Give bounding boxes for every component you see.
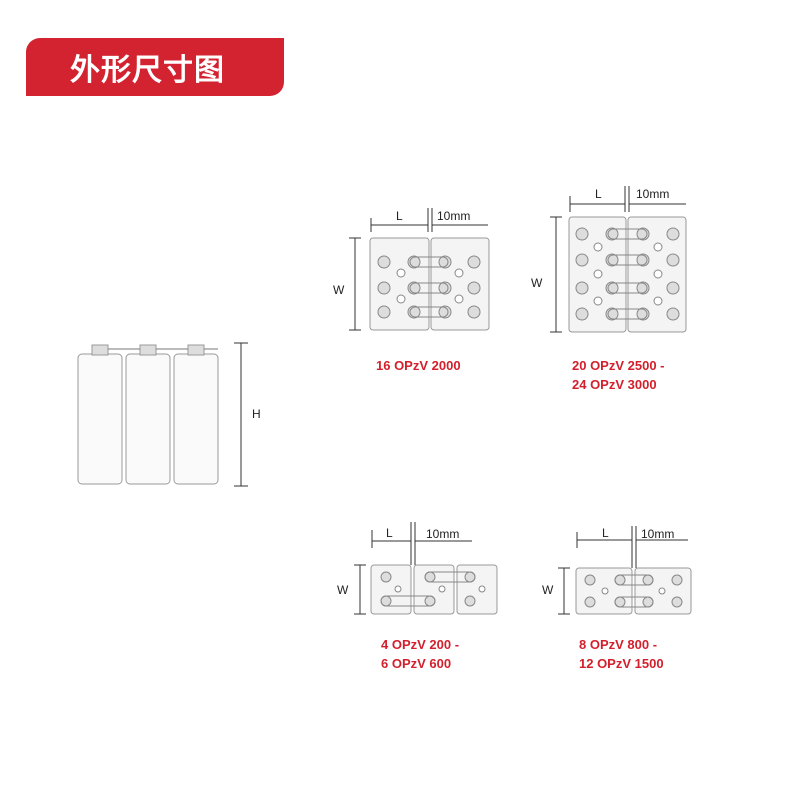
height-dimension — [234, 342, 248, 487]
d2-length-label: L — [595, 187, 602, 201]
top-view-4opzv200 — [354, 522, 498, 615]
model-line: 6 OPzV 600 — [381, 656, 452, 671]
top-view-16opzv2000 — [349, 208, 490, 331]
d3-gap-label: 10mm — [426, 527, 459, 541]
top-view-20opzv2500 — [550, 186, 687, 333]
model-line: 12 OPzV 1500 — [579, 656, 664, 671]
side-view-cells — [77, 344, 219, 485]
title-banner: 外形尺寸图 — [26, 38, 284, 96]
d4-length-label: L — [602, 526, 609, 540]
page-title: 外形尺寸图 — [70, 53, 225, 88]
d3-width-label: W — [337, 583, 349, 597]
model-line: 4 OPzV 200 - — [381, 637, 460, 652]
top-view-8opzv800 — [558, 526, 692, 615]
model-line: 8 OPzV 800 - — [579, 637, 658, 652]
model-line: 16 OPzV 2000 — [376, 358, 461, 373]
d1-length-label: L — [396, 209, 403, 223]
d2-gap-label: 10mm — [636, 187, 669, 201]
d2-width-label: W — [531, 276, 543, 290]
height-label: H — [252, 407, 261, 421]
model-caption-20opzv2500: 20 OPzV 2500 - 24 OPzV 3000 — [572, 356, 665, 394]
d3-length-label: L — [386, 526, 393, 540]
model-line: 24 OPzV 3000 — [572, 377, 657, 392]
d4-width-label: W — [542, 583, 554, 597]
d1-gap-label: 10mm — [437, 209, 470, 223]
model-line: 20 OPzV 2500 - — [572, 358, 665, 373]
model-caption-4opzv200: 4 OPzV 200 - 6 OPzV 600 — [381, 635, 459, 673]
model-caption-16opzv2000: 16 OPzV 2000 — [376, 356, 461, 375]
model-caption-8opzv800: 8 OPzV 800 - 12 OPzV 1500 — [579, 635, 664, 673]
d1-width-label: W — [333, 283, 345, 297]
d4-gap-label: 10mm — [641, 527, 674, 541]
